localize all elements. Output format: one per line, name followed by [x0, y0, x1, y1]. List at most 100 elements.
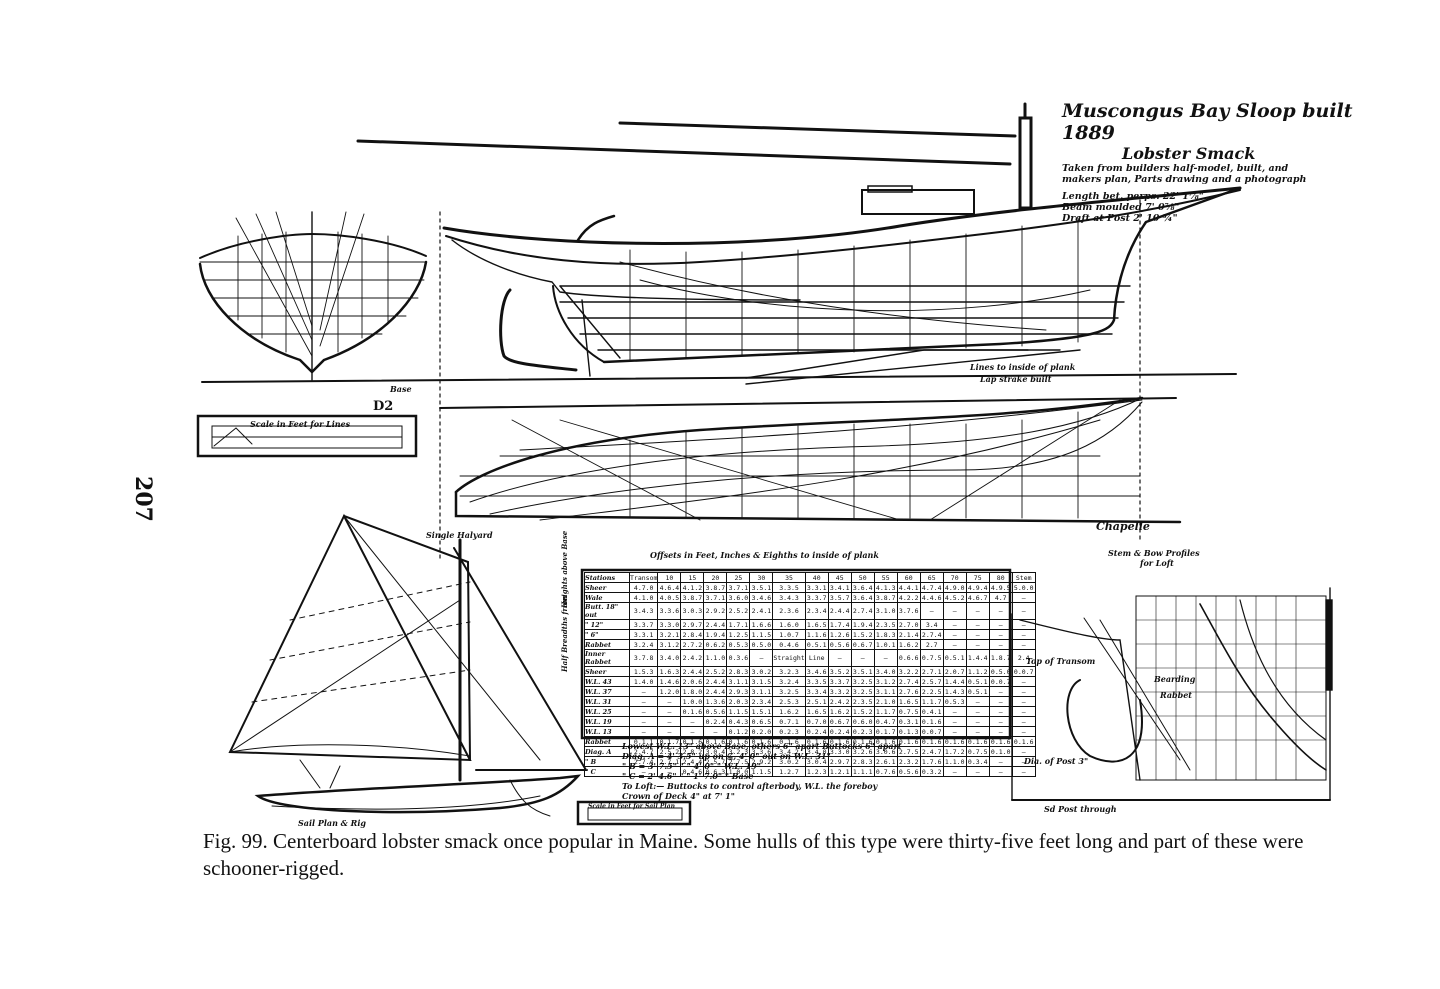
table-cell: 0.7.5	[919, 649, 944, 667]
single-halyard-label: Single Halyard	[426, 530, 493, 540]
table-cell: 0.1.6	[965, 736, 990, 747]
table-cell: 2.0.7	[942, 666, 967, 677]
table-cell: 1.1.7	[919, 696, 944, 707]
table-cell: 2.3.4	[749, 696, 774, 707]
table-cell: Straight	[772, 649, 806, 667]
table-cell: —	[988, 602, 1013, 620]
table-cell: 3.1.2	[657, 639, 682, 650]
table-cell: 2.5.3	[772, 696, 806, 707]
table-cell: 0.6.7	[827, 716, 852, 727]
table-cell: —	[1011, 766, 1036, 777]
table-cell: 0.1.6	[988, 736, 1013, 747]
table-cell: 0.3.2	[919, 766, 944, 777]
table-cell: 3.4.6	[749, 592, 774, 603]
table-cell: 1.9.4	[703, 629, 728, 640]
table-cell: 4.9.0	[942, 582, 967, 593]
table-cell: —	[988, 619, 1013, 630]
table-cell: 2.4.1	[749, 602, 774, 620]
table-cell: 2.0.6	[680, 676, 705, 687]
table-cell: 0.1.7	[873, 726, 898, 737]
scale-lines-label: Scale in Feet for Lines	[250, 419, 351, 429]
drawing-subtitle: Lobster Smack	[1122, 144, 1256, 163]
table-cell: —	[942, 726, 967, 737]
length-dimension: Length bet. perps. 22' 1⅞"	[1062, 191, 1204, 202]
row-label: W.L. 31	[584, 696, 630, 707]
draftsman-signature: Chapelle	[1096, 520, 1150, 533]
beam-dimension: Beam moulded 7' 0⅞"	[1062, 202, 1180, 213]
table-cell: —	[942, 629, 967, 640]
table-cell: —	[628, 726, 659, 737]
table-header-cell: 45	[827, 572, 852, 583]
table-cell: 0.4.3	[726, 716, 751, 727]
stem-bow-title: Stem & Bow Profiles	[1108, 548, 1200, 558]
table-cell: 3.7.8	[628, 649, 659, 667]
table-cell: 3.4.6	[804, 666, 829, 677]
table-cell: 3.1.2	[873, 676, 898, 687]
table-cell: 3.3.2	[827, 686, 852, 697]
page-number: 207	[129, 476, 156, 522]
table-cell: 3.2.1	[657, 629, 682, 640]
table-cell: 1.4.4	[965, 649, 990, 667]
table-cell: 3.3.6	[657, 602, 682, 620]
table-cell: 2.9.3	[726, 686, 751, 697]
top-transom-label: Top of Transom	[1026, 656, 1096, 666]
table-cell: 0.1.6	[680, 706, 705, 717]
table-cell: —	[749, 649, 774, 667]
table-cell: 4.6.4	[657, 582, 682, 593]
table-cell: 2.1.4	[896, 629, 921, 640]
table-cell: —	[680, 726, 705, 737]
table-cell: 3.3.4	[804, 686, 829, 697]
table-cell: 0.5.1	[804, 639, 829, 650]
table-cell: —	[965, 629, 990, 640]
table-cell: 3.2.5	[772, 686, 806, 697]
table-cell: 1.1.2	[965, 666, 990, 677]
table-cell: 1.7.1	[726, 619, 751, 630]
table-cell: 1.1.7	[873, 706, 898, 717]
table-cell: 2.3.4	[804, 602, 829, 620]
table-cell: 3.0.3	[680, 602, 705, 620]
table-cell: 4.4.1	[896, 582, 921, 593]
table-header-cell: Transom	[628, 572, 659, 583]
figure-caption: Fig. 99. Centerboard lobster smack once …	[203, 829, 1304, 880]
table-cell: 0.5.6	[703, 706, 728, 717]
table-cell: 0.7.1	[772, 716, 806, 727]
table-cell: —	[1011, 696, 1036, 707]
table-cell: 0.2.4	[827, 726, 852, 737]
row-label: W.L. 37	[584, 686, 630, 697]
table-cell: 4.0.5	[657, 592, 682, 603]
table-cell: 3.4.3	[628, 602, 659, 620]
table-cell: 2.4.4	[680, 666, 705, 677]
table-cell: 3.7.1	[703, 592, 728, 603]
body-plan	[198, 211, 428, 381]
table-cell: —	[827, 649, 852, 667]
table-cell: 1.5.2	[850, 706, 875, 717]
table-cell: —	[657, 726, 682, 737]
table-cell: 3.4.3	[772, 592, 806, 603]
row-label: W.L. 43	[584, 676, 630, 687]
table-cell: —	[657, 696, 682, 707]
title-block: Muscongus Bay Sloop built 1889 Lobster S…	[1062, 100, 1362, 224]
table-cell: 1.6.5	[896, 696, 921, 707]
table-cell: —	[628, 706, 659, 717]
row-label: W.L. 13	[584, 726, 630, 737]
table-cell: 3.2.4	[628, 639, 659, 650]
table-cell: —	[942, 766, 967, 777]
table-cell: 0.2.4	[804, 726, 829, 737]
table-cell: 3.8.7	[703, 582, 728, 593]
table-notes: Lowest W.L. 13" above Base, others 6" ap…	[622, 741, 902, 801]
table-cell: 1.4.4	[942, 676, 967, 687]
table-cell: 3.4.1	[827, 582, 852, 593]
table-cell: 0.6.0	[850, 716, 875, 727]
mast	[1018, 102, 1033, 210]
table-header-cell: 25	[726, 572, 751, 583]
table-cell: 0.5.0	[988, 666, 1013, 677]
table-cell: 2.1.0	[873, 696, 898, 707]
table-cell: 3.5.2	[827, 666, 852, 677]
table-cell: 3.7.1	[726, 582, 751, 593]
